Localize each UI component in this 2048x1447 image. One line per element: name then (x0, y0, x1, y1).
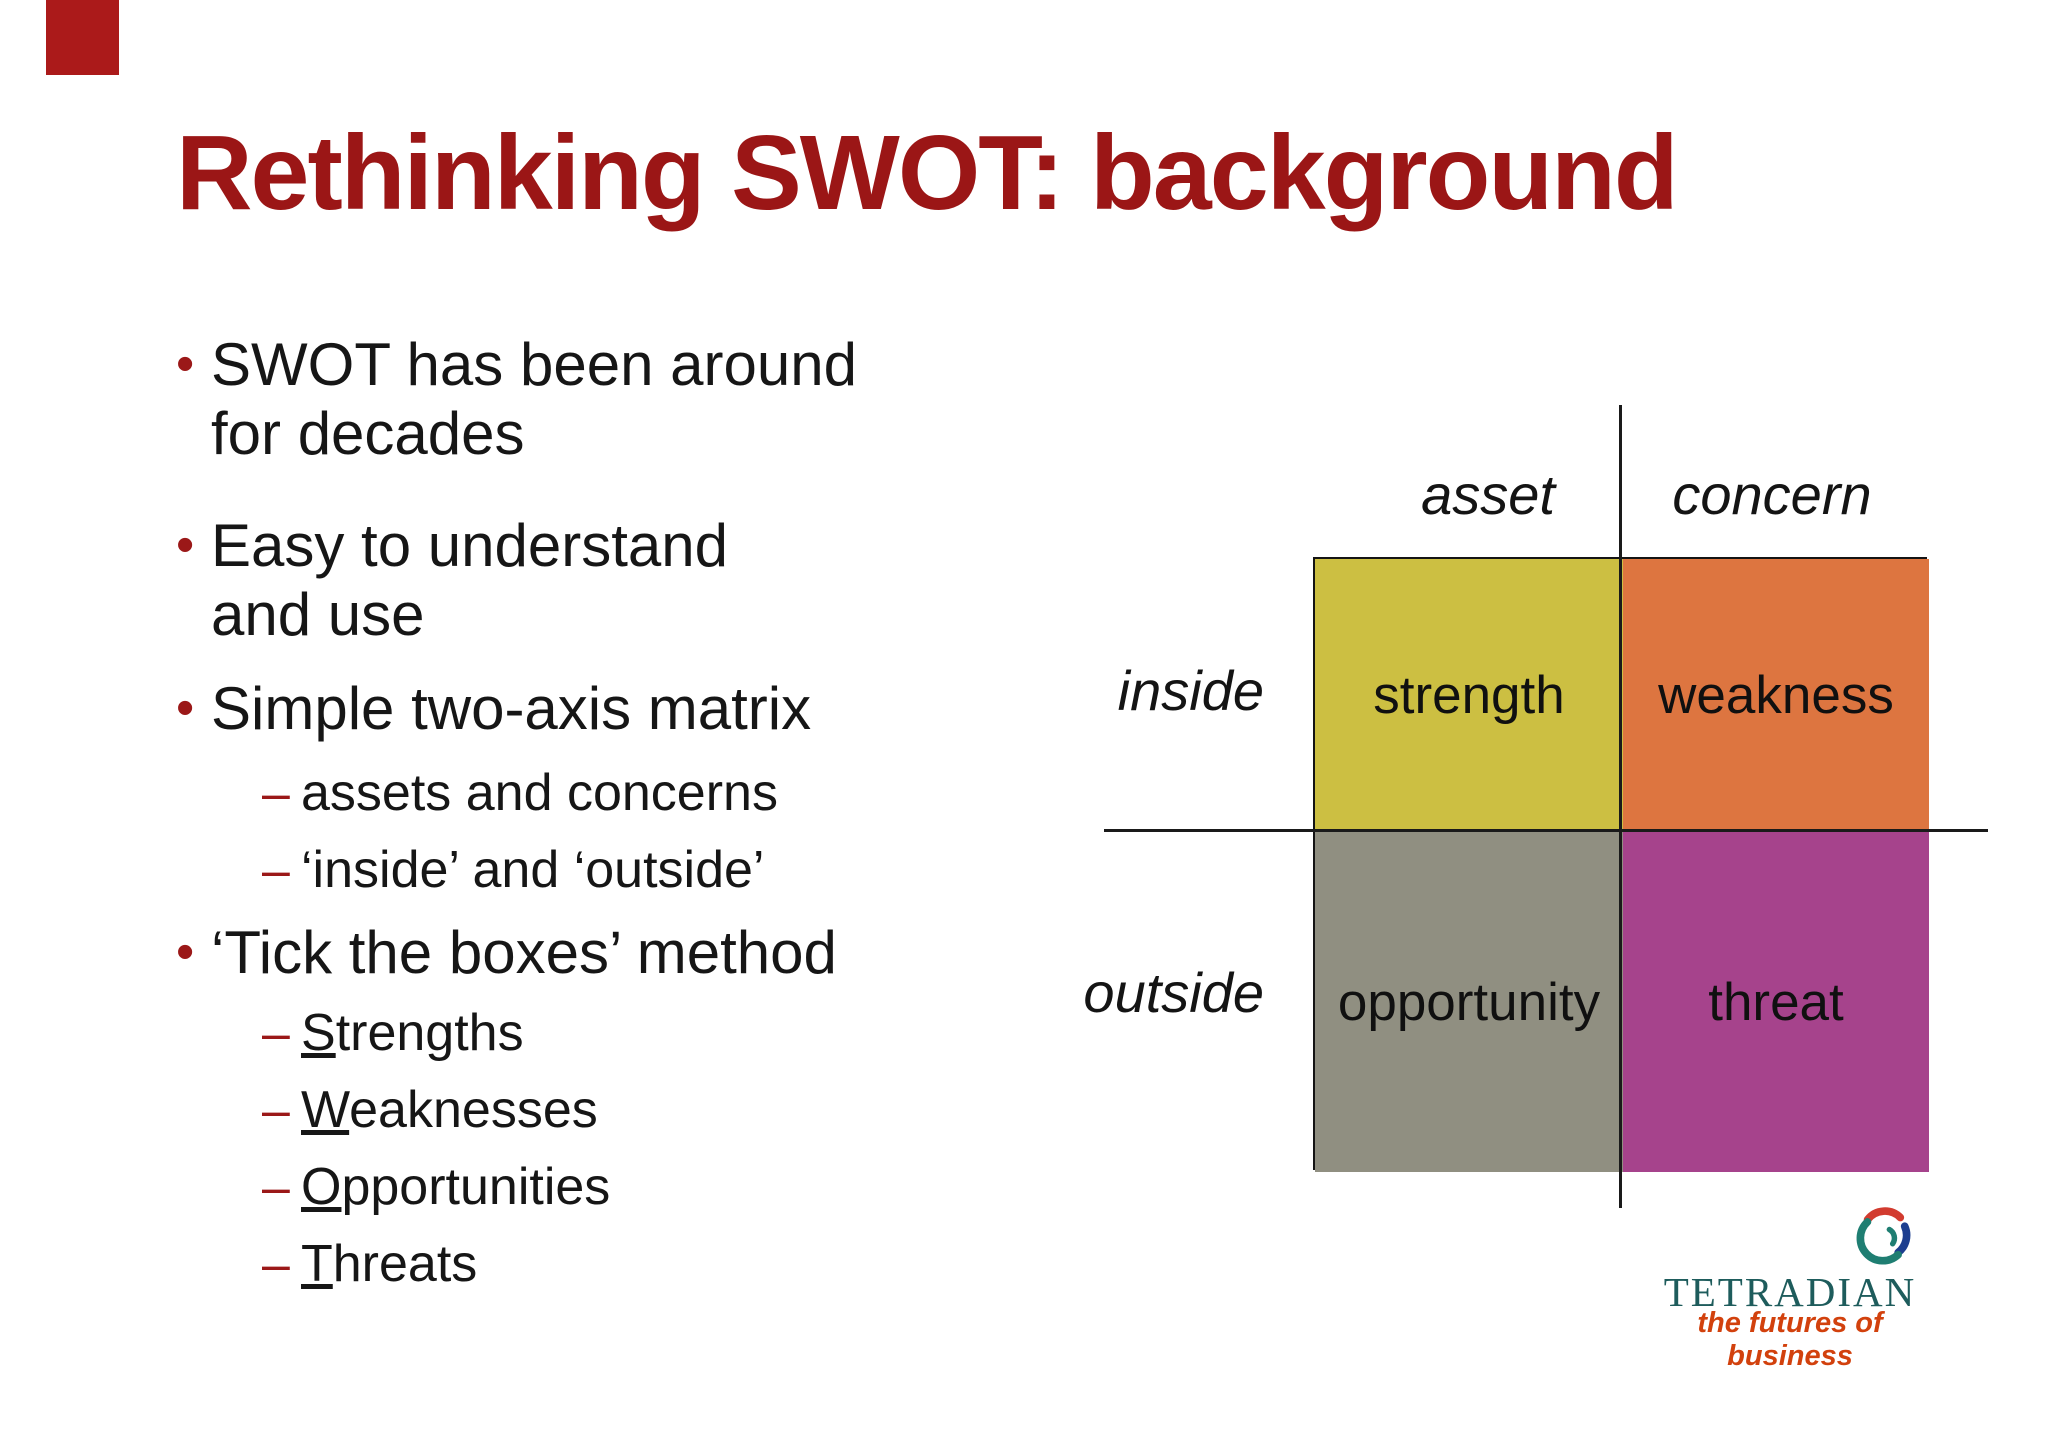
quadrant-label-strength: strength (1373, 666, 1565, 725)
matrix-quadrant-strength: strength (1315, 559, 1623, 832)
axis-vertical-line (1619, 405, 1622, 1208)
sub-bullet-text: ‘inside’ and ‘outside’ (301, 841, 765, 899)
bullet-dot-icon: • (176, 679, 195, 737)
swot-strengths-text: Strengths (301, 1004, 524, 1062)
swot-weaknesses-text: Weaknesses (301, 1081, 598, 1139)
swot-opportunities-text: Opportunities (301, 1158, 611, 1216)
matrix-quadrant-weakness: weakness (1623, 559, 1929, 832)
bullet-dot-icon: • (176, 335, 195, 393)
sub-bullet-text: assets and concerns (301, 764, 778, 822)
sub-bullet-item: – ‘inside’ and ‘outside’ (176, 840, 764, 900)
page-title: Rethinking SWOT: background (176, 114, 1679, 232)
logo-tagline: the futures of business (1697, 1307, 1883, 1372)
dash-icon: – (262, 1082, 290, 1138)
bullet-text: SWOT has been around for decades (211, 331, 857, 467)
swot-matrix: strength weakness opportunity threat (1313, 557, 1929, 1172)
dash-icon: – (262, 1236, 290, 1292)
quadrant-label-threat: threat (1708, 972, 1844, 1032)
col-label-asset: asset (1421, 463, 1555, 526)
swot-letter-list: – Strengths – Weaknesses – Opportunities… (176, 1003, 610, 1311)
bullet-item: • ‘Tick the boxes’ method (176, 918, 837, 987)
corner-accent-bar (46, 0, 119, 75)
matrix-quadrant-threat: threat (1623, 832, 1929, 1172)
sub-bullet-item: – Strengths (176, 1003, 610, 1063)
dash-icon: – (262, 1005, 290, 1061)
tetradian-swirl-icon (1856, 1207, 1911, 1265)
bullet-dot-icon: • (176, 923, 195, 981)
sub-bullet-item: – assets and concerns (176, 763, 778, 823)
quadrant-label-weakness: weakness (1658, 666, 1894, 725)
dash-icon: – (262, 1159, 290, 1215)
dash-icon: – (262, 842, 290, 898)
row-label-inside: inside (1117, 659, 1264, 722)
bullet-dot-icon: • (176, 516, 195, 574)
bullet-item: • Simple two-axis matrix (176, 674, 811, 743)
bullet-text: ‘Tick the boxes’ method (211, 919, 837, 986)
bullet-item: • Easy to understand and use (176, 511, 728, 649)
swot-threats-text: Threats (301, 1235, 478, 1293)
logo-wordmark: TETRADIAN (1663, 1269, 1917, 1315)
sub-bullet-item: – Threats (176, 1234, 610, 1294)
axis-horizontal-line (1104, 829, 1988, 832)
sub-bullet-item: – Weaknesses (176, 1080, 610, 1140)
row-label-outside: outside (1083, 961, 1264, 1024)
sub-bullet-item: – Opportunities (176, 1157, 610, 1217)
bullet-text: Simple two-axis matrix (211, 675, 812, 742)
dash-icon: – (262, 765, 290, 821)
quadrant-label-opportunity: opportunity (1337, 972, 1601, 1032)
col-label-concern: concern (1672, 463, 1872, 526)
bullet-text: Easy to understand and use (211, 512, 729, 648)
matrix-quadrant-opportunity: opportunity (1315, 832, 1623, 1172)
bullet-item: • SWOT has been around for decades (176, 330, 857, 468)
